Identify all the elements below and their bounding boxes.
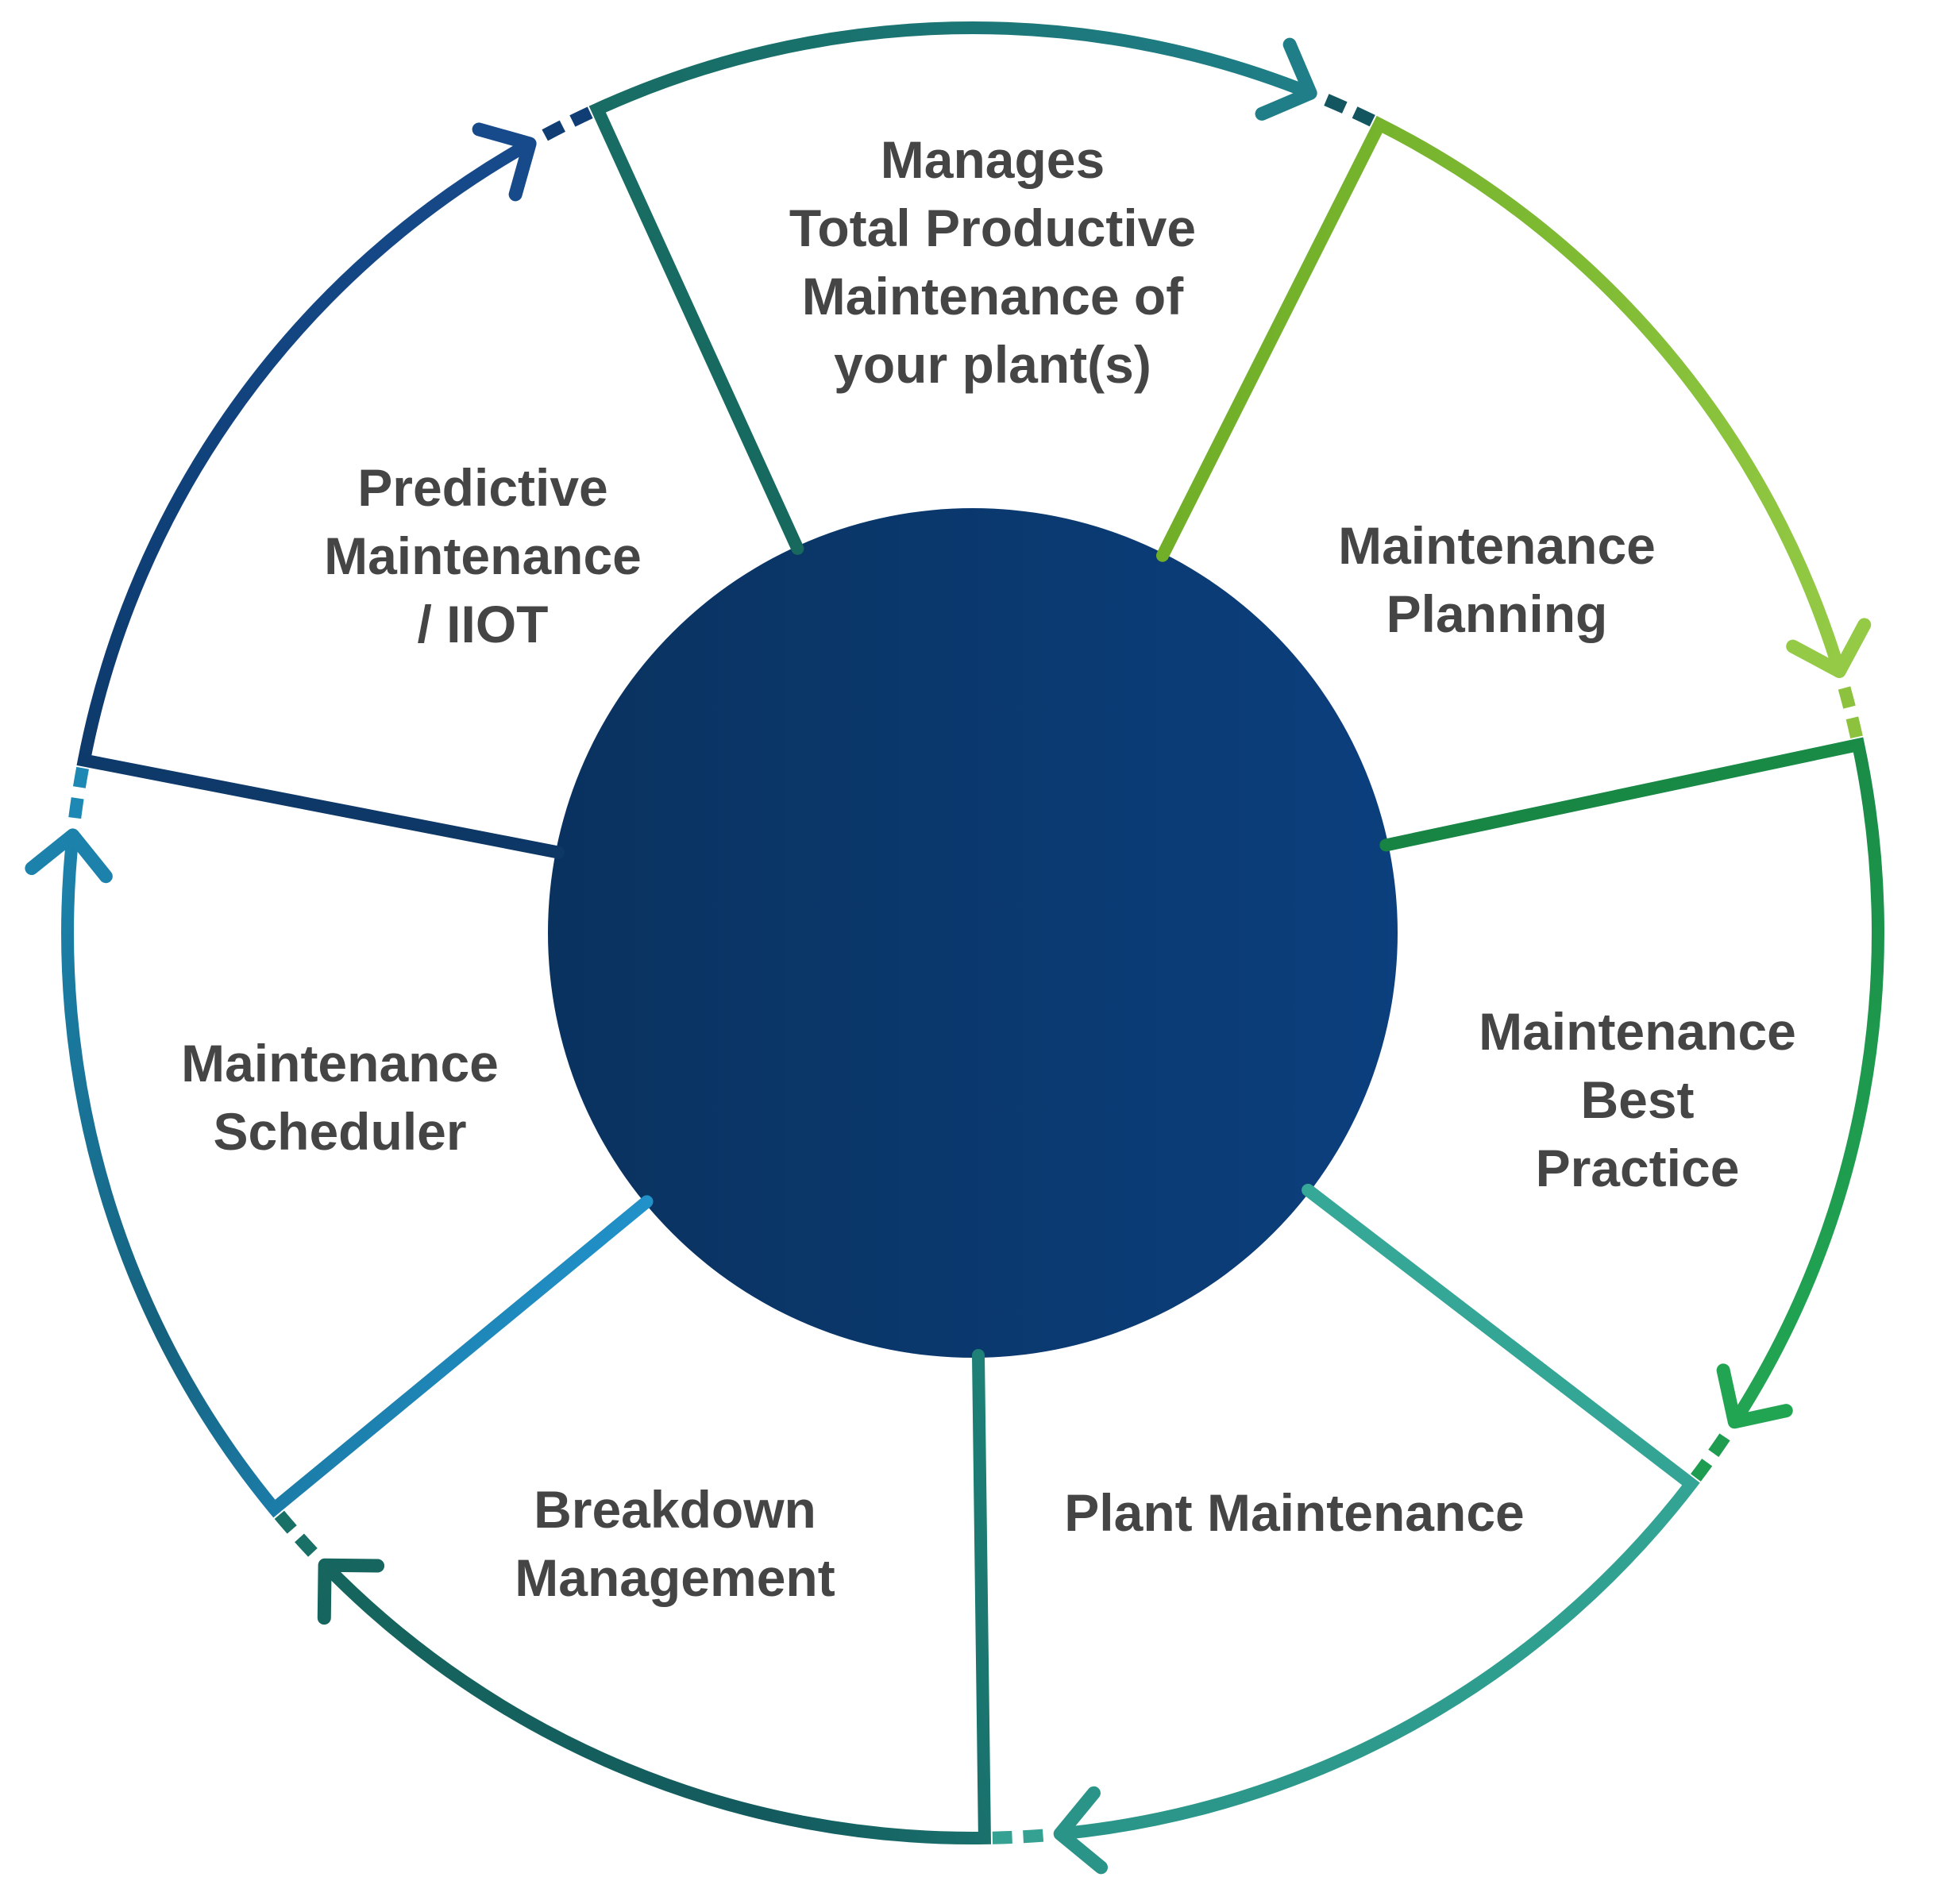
segment-arc-manages-tpm xyxy=(588,21,1317,555)
segment-manages-tpm xyxy=(588,21,1375,555)
label-plant-maintenance: Plant Maintenance xyxy=(1064,1483,1525,1542)
label-maintenance-planning: Maintenance Planning xyxy=(1338,516,1656,643)
arrowhead-icon-breakdown-management xyxy=(317,1558,385,1625)
arrowhead-icon-plant-maintenance xyxy=(1053,1786,1109,1875)
segment-arc-plant-maintenance xyxy=(1054,1183,1700,1840)
segment-maintenance-planning xyxy=(1156,115,1872,739)
label-maintenance-scheduler: Maintenance Scheduler xyxy=(181,1034,499,1161)
arrowhead-icon-maintenance-scheduler xyxy=(25,828,113,884)
segment-plant-maintenance xyxy=(992,1183,1700,1875)
arrowhead-icon-manages-tpm xyxy=(1255,37,1317,121)
segment-maintenance-scheduler xyxy=(25,766,654,1518)
segment-arc-maintenance-planning xyxy=(1156,115,1846,678)
arrowhead-icon-maintenance-planning xyxy=(1786,618,1872,678)
segment-dashes-breakdown-management xyxy=(274,1510,318,1557)
label-manages-tpm: Manages Total Productive Maintenance of … xyxy=(789,130,1197,394)
arrowhead-icon-maintenance-best-practice xyxy=(1716,1363,1793,1429)
segment-dashes-manages-tpm xyxy=(1324,94,1375,127)
segment-maintenance-best-practice xyxy=(1379,737,1884,1482)
segment-dashes-plant-maintenance xyxy=(992,1829,1044,1844)
label-maintenance-best-practice: Maintenance Best Practice xyxy=(1479,1002,1796,1197)
segment-arc-breakdown-management xyxy=(318,1349,992,1844)
arrowhead-icon-predictive-maintenance-iiot xyxy=(472,122,537,202)
segment-arc-maintenance-scheduler xyxy=(61,828,654,1518)
segment-dashes-predictive-maintenance-iiot xyxy=(542,106,593,141)
segment-arc-predictive-maintenance-iiot xyxy=(76,137,565,859)
label-breakdown-management: Breakdown Management xyxy=(515,1480,835,1607)
segment-dashes-maintenance-best-practice xyxy=(1691,1433,1730,1482)
segment-dashes-maintenance-planning xyxy=(1838,686,1863,739)
segment-arc-maintenance-best-practice xyxy=(1379,737,1884,1428)
center-circle xyxy=(548,508,1398,1358)
label-predictive-maintenance-iiot: Predictive Maintenance / IIOT xyxy=(324,458,642,653)
segment-dashes-maintenance-scheduler xyxy=(68,766,89,819)
segment-predictive-maintenance-iiot xyxy=(76,106,593,859)
segment-breakdown-management xyxy=(274,1349,992,1844)
